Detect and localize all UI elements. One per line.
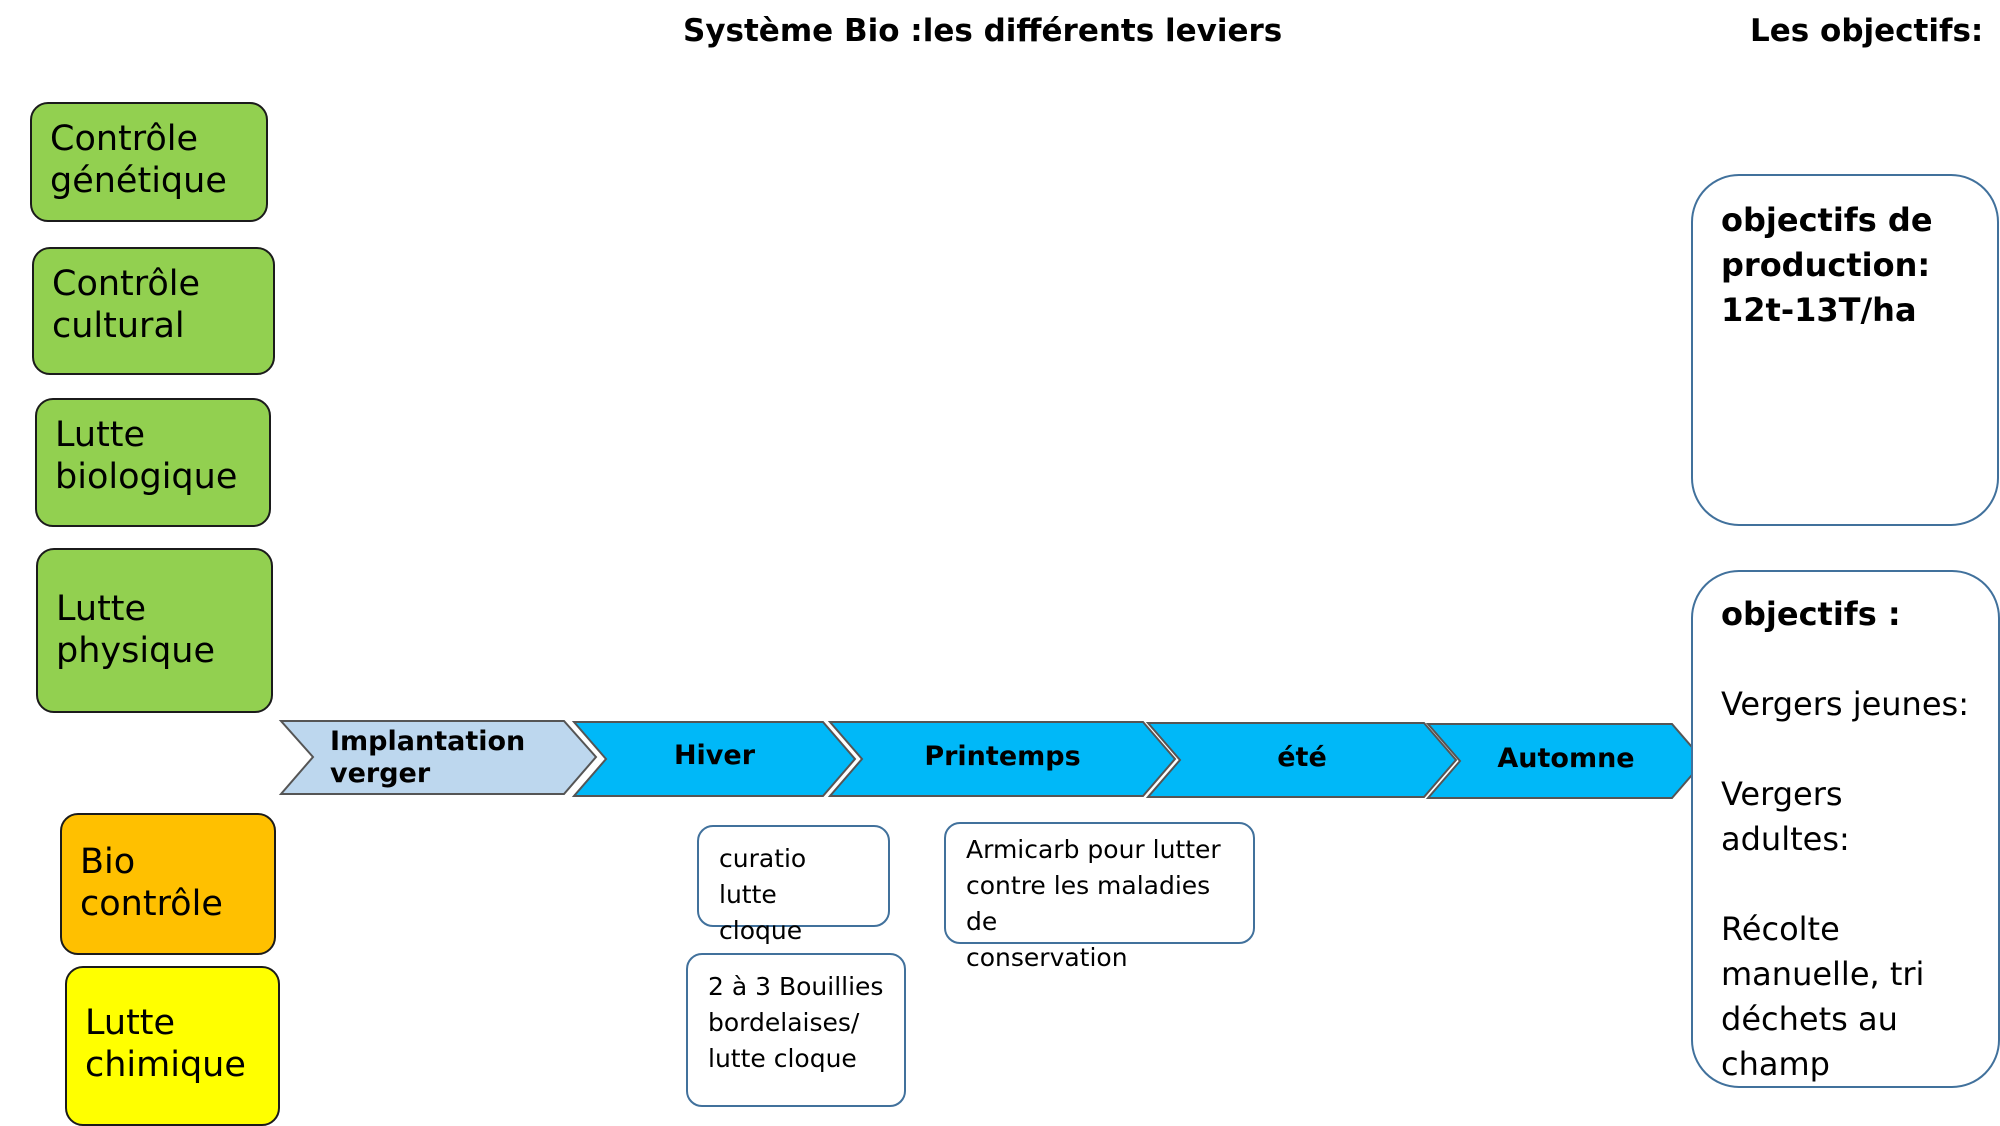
lever-label-line1: Bio: [80, 842, 136, 882]
timeline-step-ete-label: été: [1277, 742, 1327, 773]
timeline-label-line2: verger: [330, 758, 431, 789]
timeline-step-printemps-shape: [827, 721, 1177, 797]
objective-production-box: objectifs de production: 12t-13T/ha: [1691, 174, 1999, 526]
objective-general-box: objectifs : Vergers jeunes: Vergers adul…: [1691, 570, 2000, 1088]
objective-adult-orchards: Vergers adultes:: [1721, 775, 1850, 858]
lever-label-line2: contrôle: [80, 884, 223, 924]
objective-harvest-line: manuelle, tri: [1721, 955, 1925, 993]
timeline-step-ete-shape: [1145, 722, 1458, 798]
diagram-title: Système Bio :les différents leviers: [683, 13, 1283, 49]
note-hiver-curative: curatio lutte cloque: [697, 825, 890, 945]
objective-line: production:: [1721, 246, 1931, 284]
timeline-step-hiver-shape: [571, 721, 857, 797]
lever-label-line2: chimique: [85, 1045, 246, 1085]
lever-biocontrol: Bio contrôle: [60, 813, 276, 955]
objective-young-orchards: Vergers jeunes:: [1721, 685, 1969, 723]
objective-harvest-line: champ: [1721, 1045, 1830, 1083]
lever-label-line1: Lutte: [55, 415, 146, 455]
note-line: curatio lutte: [719, 844, 807, 909]
note-line: Armicarb pour lutter: [966, 835, 1221, 864]
note-line: cloque: [719, 916, 803, 945]
note-line: bordelaises/: [708, 1008, 860, 1037]
timeline-step-implantation-label: Implantation verger: [330, 726, 525, 790]
timeline-step-automne-shape: [1425, 723, 1706, 799]
objective-heading: objectifs :: [1721, 595, 1901, 633]
timeline-step-printemps-label: Printemps: [924, 741, 1081, 772]
lever-label-line2: cultural: [52, 306, 185, 346]
note-line: 2 à 3 Bouillies: [708, 972, 884, 1001]
note-line: contre les maladies de: [966, 871, 1211, 936]
lever-cultural-control: Contrôle cultural: [32, 247, 275, 375]
lever-label-line1: Contrôle: [52, 264, 201, 304]
note-printemps-armicarb: Armicarb pour lutter contre les maladies…: [944, 822, 1255, 972]
note-line: conservation: [966, 943, 1128, 972]
timeline-step-automne-label: Automne: [1497, 743, 1635, 774]
note-hiver-bouillies: 2 à 3 Bouillies bordelaises/ lutte cloqu…: [686, 953, 906, 1107]
note-line: lutte cloque: [708, 1044, 857, 1073]
lever-label-line1: Lutte: [56, 589, 147, 629]
lever-chemical-control: Lutte chimique: [65, 966, 280, 1126]
timeline-label-line1: Implantation: [330, 726, 526, 757]
lever-physical-control: Lutte physique: [36, 548, 273, 713]
lever-biological-control: Lutte biologique: [35, 398, 271, 527]
objective-line: 12t-13T/ha: [1721, 291, 1917, 329]
objective-harvest-line: déchets au: [1721, 1000, 1898, 1038]
lever-label-line1: Lutte: [85, 1003, 176, 1043]
timeline-step-implantation-shape: [278, 720, 598, 795]
lever-label-line2: physique: [56, 631, 216, 671]
lever-label-line2: biologique: [55, 457, 238, 497]
lever-genetic-control: Contrôle génétique: [30, 102, 268, 222]
objective-harvest-line: Récolte: [1721, 910, 1840, 948]
timeline-step-hiver-label: Hiver: [673, 740, 756, 771]
lever-label-line2: génétique: [50, 161, 227, 201]
lever-label-line1: Contrôle: [50, 119, 199, 159]
objectives-title: Les objectifs:: [1750, 13, 1984, 49]
objective-line: objectifs de: [1721, 201, 1933, 239]
